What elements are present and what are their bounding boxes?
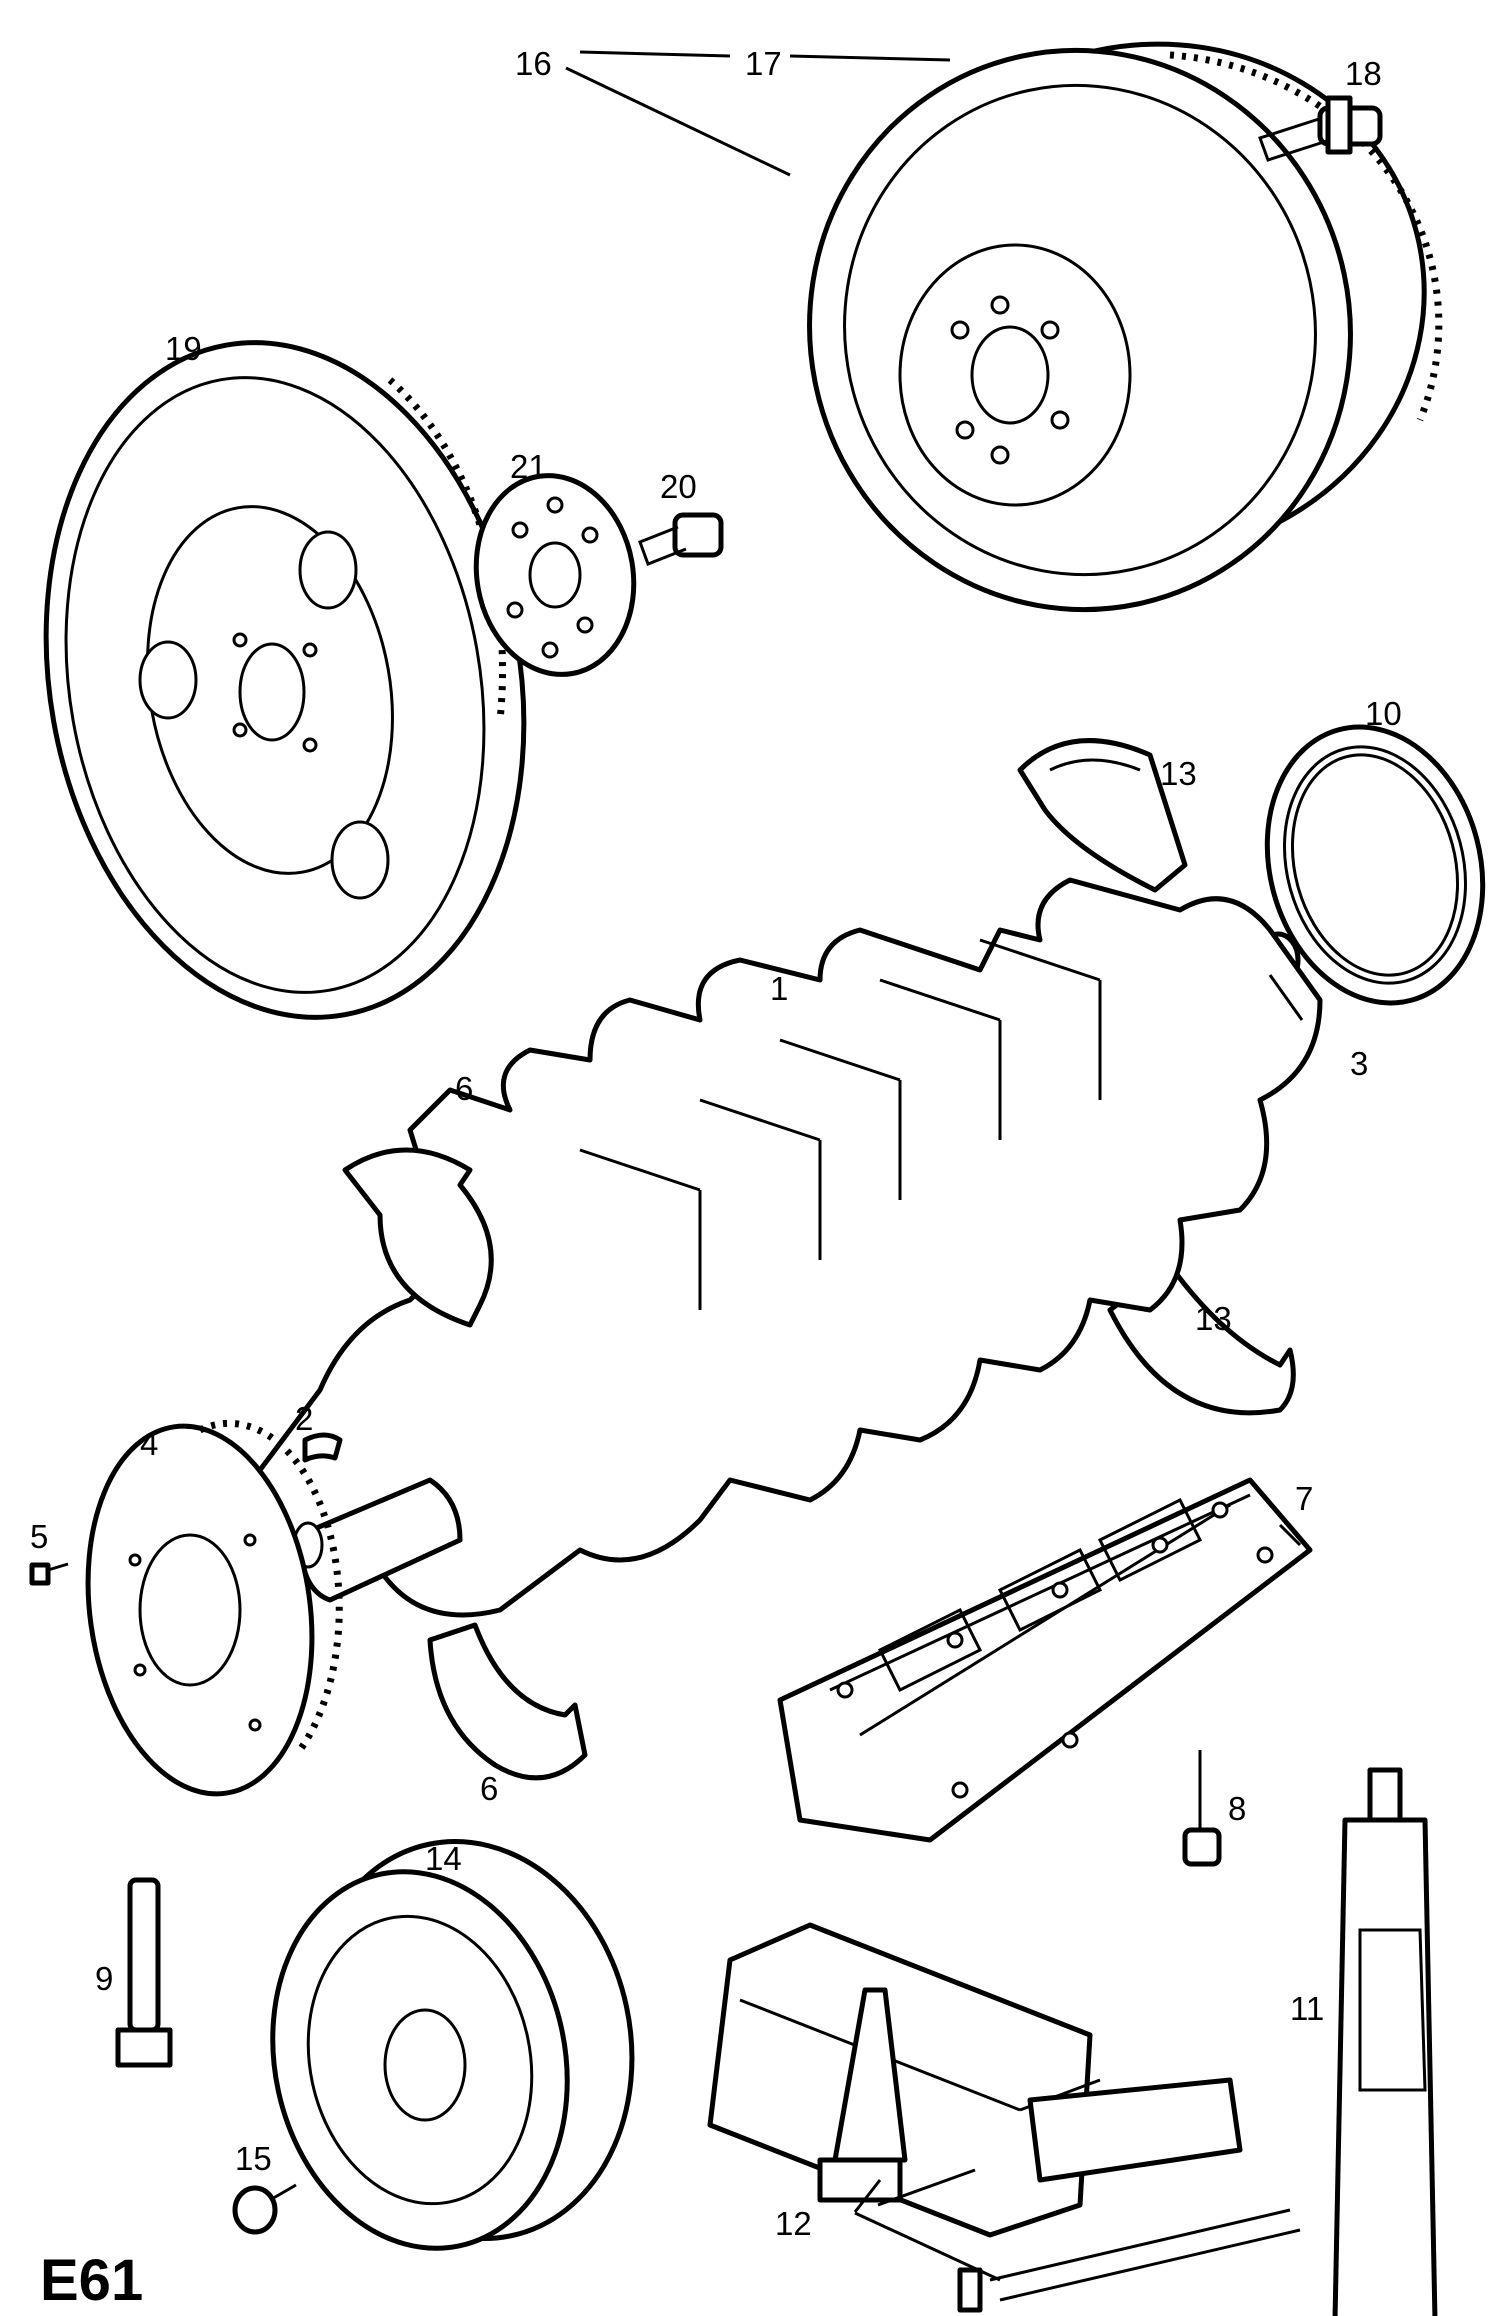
flywheel-part-17 <box>807 41 1443 613</box>
callout-2: 2 <box>295 1400 313 1437</box>
leader-lines <box>565 50 1304 2282</box>
pulley-part-14 <box>270 1839 635 2251</box>
bearing-shell-part-6-top <box>342 1147 494 1328</box>
callout-7: 7 <box>1295 1480 1313 1517</box>
flexplate-part-19 <box>43 340 527 1020</box>
callout-19: 19 <box>165 330 202 367</box>
bolt-part-20 <box>638 512 724 566</box>
seal-ring-part-10 <box>1264 724 1486 1006</box>
callout-20: 20 <box>660 468 697 505</box>
callout-21: 21 <box>510 448 547 485</box>
callout-13-top: 13 <box>1160 755 1197 792</box>
callout-16: 16 <box>515 45 552 82</box>
callout-18: 18 <box>1345 55 1382 92</box>
callout-6-top: 6 <box>455 1070 473 1107</box>
timing-wheel-part-4 <box>85 1419 343 1797</box>
diagram-code-label: E61 <box>40 2248 143 2313</box>
callout-17: 17 <box>745 45 782 82</box>
crankshaft-part-1 <box>250 877 1323 1618</box>
bolt-part-18 <box>1258 95 1383 162</box>
plate-part-21 <box>473 473 637 677</box>
callout-13-bottom: 13 <box>1195 1300 1232 1337</box>
repair-kit-part-12 <box>707 1922 1301 2313</box>
bearing-shell-part-13-top <box>1017 738 1188 893</box>
bolt-part-15 <box>232 2183 297 2235</box>
callout-labels: 1 2 3 4 5 6 6 7 8 9 10 11 12 13 13 14 15… <box>30 45 1402 2242</box>
callout-9: 9 <box>95 1960 113 1997</box>
bolt-part-9 <box>115 1877 173 2068</box>
sealant-tube-part-11 <box>1332 1767 1438 2316</box>
callout-12: 12 <box>775 2205 812 2242</box>
callout-10: 10 <box>1365 695 1402 732</box>
screw-part-5 <box>29 1562 69 1586</box>
callout-3: 3 <box>1350 1045 1368 1082</box>
bearing-shell-part-6-bottom <box>427 1622 588 1781</box>
callout-8: 8 <box>1228 1790 1246 1827</box>
gasket-part-7 <box>777 1477 1313 1843</box>
bolt-part-8 <box>1182 1750 1222 1867</box>
callout-11: 11 <box>1290 1990 1324 2027</box>
callout-1: 1 <box>770 970 788 1007</box>
callout-14: 14 <box>425 1840 462 1877</box>
callout-5: 5 <box>30 1518 48 1555</box>
key-part-2 <box>302 1432 343 1463</box>
callout-6-bottom: 6 <box>480 1770 498 1807</box>
callout-15: 15 <box>235 2140 272 2177</box>
callout-4: 4 <box>140 1425 158 1462</box>
